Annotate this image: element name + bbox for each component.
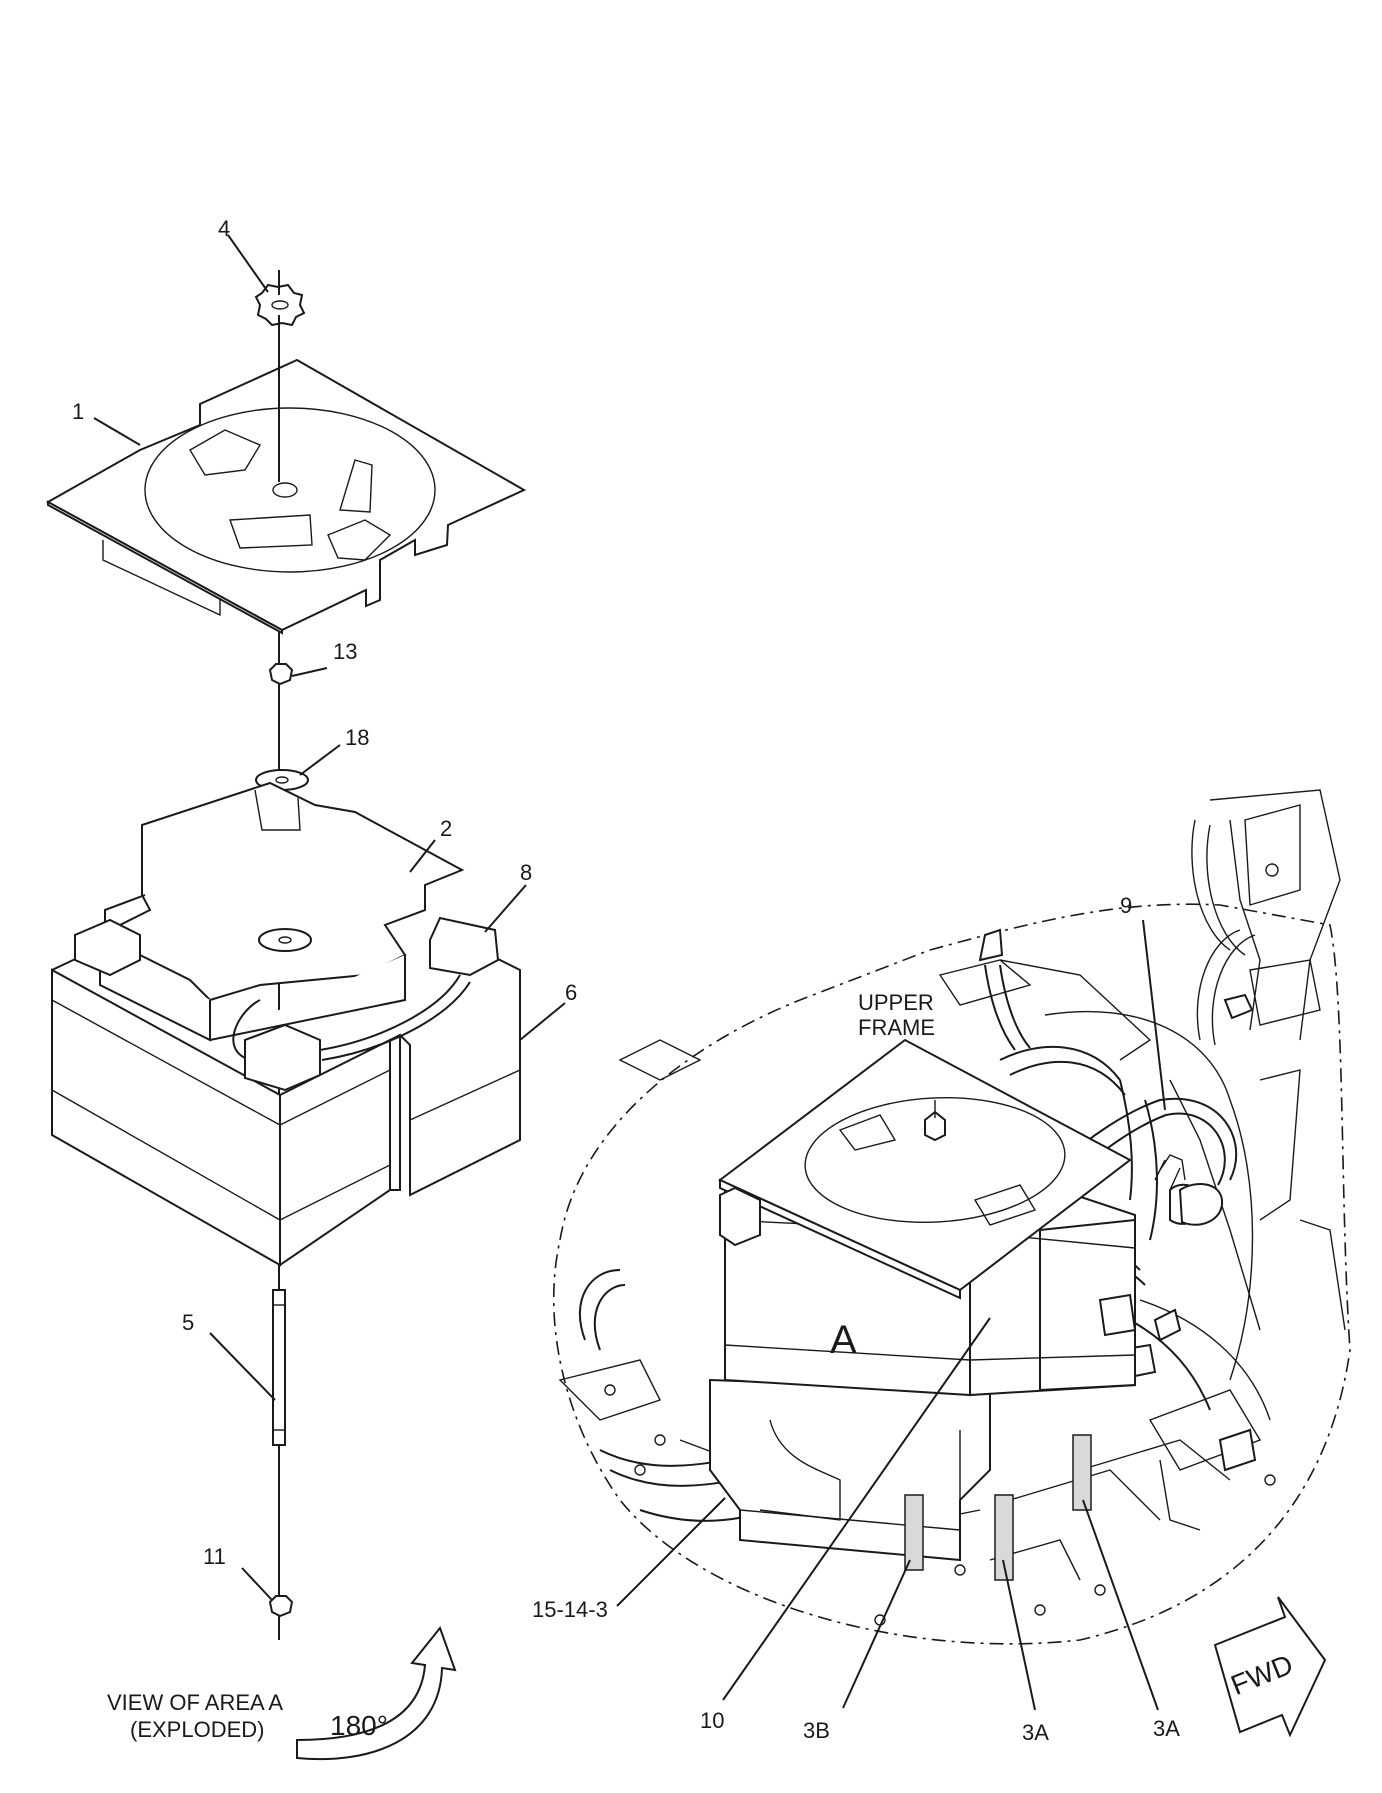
installed-battery [709,1038,1137,1562]
spacer-parts [904,1434,1092,1581]
callout-11: 11 [203,1544,226,1569]
stud-rod-part [272,1289,286,1446]
callout-10: 10 [700,1708,724,1733]
callout-1: 1 [72,399,84,424]
upper-frame-structure [558,789,1346,1626]
callout-18: 18 [345,725,369,750]
callout-3a-right: 3A [1153,1716,1180,1741]
battery-block-part [51,894,521,1267]
callout-6: 6 [565,980,577,1005]
forward-arrow-icon [1213,1596,1327,1738]
callout-3a-left: 3A [1022,1720,1049,1745]
leader-lines-assembled [616,919,1166,1711]
battery-area-label: A [830,1318,857,1362]
leader-lines-exploded [93,234,566,1601]
area-outline [552,903,1351,1645]
callout-5: 5 [182,1310,194,1335]
view-caption-line2: (EXPLODED) [130,1717,264,1742]
callout-8: 8 [520,860,532,885]
view-caption-line1: VIEW OF AREA A [107,1690,283,1715]
nut-part-13 [268,663,294,686]
callout-13: 13 [333,639,357,664]
upper-frame-label-line1: UPPER [858,990,934,1015]
callout-15-14-3: 15-14-3 [532,1597,608,1622]
rotation-label: 180° [330,1710,388,1741]
callout-4: 4 [218,216,230,241]
nut-part-11 [268,1595,294,1618]
knob-part [254,270,306,327]
callout-2: 2 [440,816,452,841]
battery-cover-part [45,315,527,635]
rotation-arrow-icon [296,1625,457,1761]
hold-down-bracket-part [97,781,465,1042]
callout-3b: 3B [803,1718,830,1743]
upper-frame-label-line2: FRAME [858,1015,935,1040]
callout-9: 9 [1120,893,1132,918]
